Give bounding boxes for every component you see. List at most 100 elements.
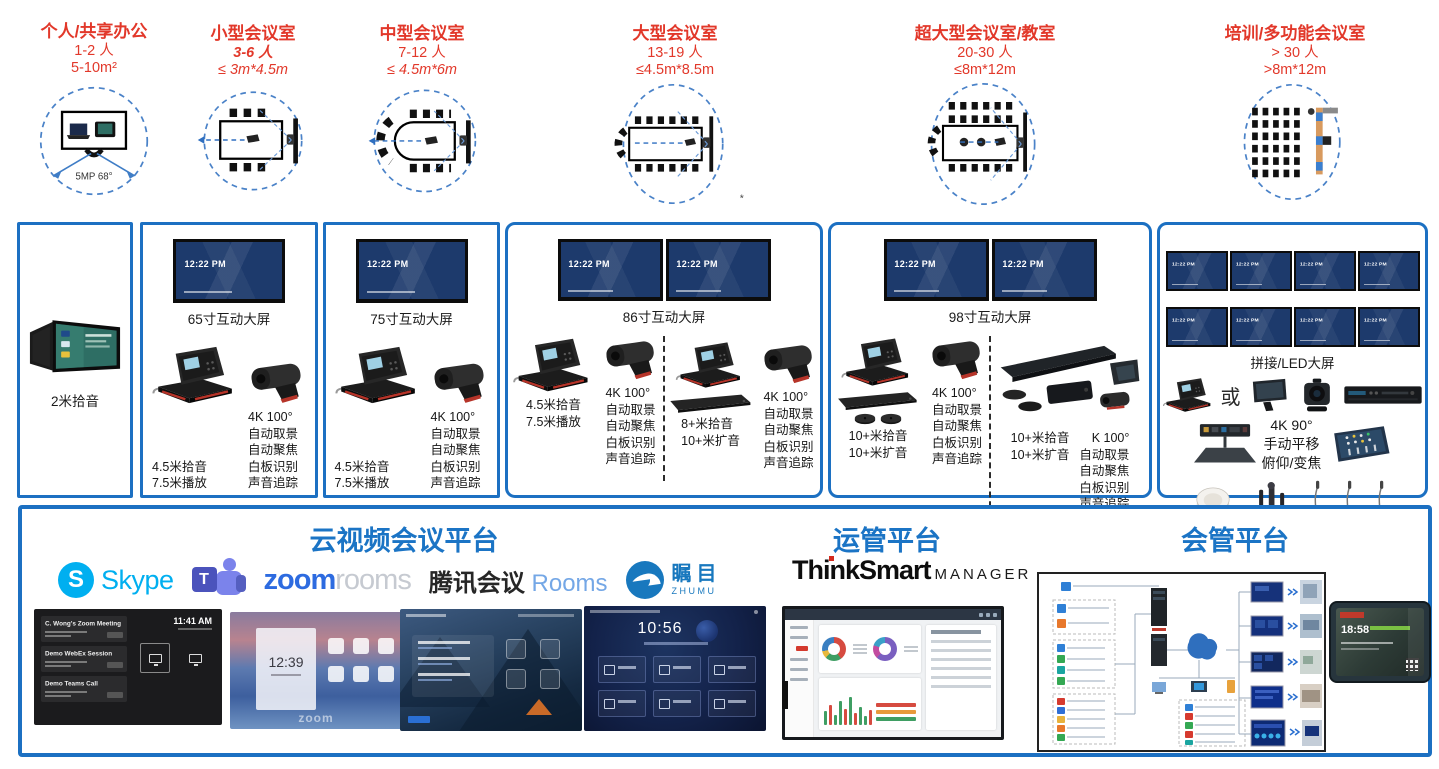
console-image	[1163, 376, 1215, 414]
ptz-spec: 4K 90° 手动平移 俯仰/变焦	[1261, 417, 1322, 471]
display-65-image: 12:22 PM	[173, 239, 285, 303]
zhumu-icon	[625, 561, 664, 599]
screen-clock: 12:22 PM	[894, 258, 936, 269]
room-diagram-large: *	[614, 84, 744, 204]
action-icons	[328, 638, 394, 682]
room-title: 小型会议室	[210, 24, 296, 43]
footnote-mark: *	[740, 192, 744, 204]
option-a: 10+米拾音 10+米扩音 4K 100° 自动取景 自动聚焦 白板识别 声音追…	[831, 332, 989, 531]
skype-icon: S	[58, 562, 94, 598]
display-size-label: 98寸互动大屏	[948, 310, 1032, 325]
camera-image	[603, 336, 659, 382]
room-title: 个人/共享办公	[40, 22, 148, 41]
audio-spec: 10+米拾音 10+米扩音	[848, 429, 908, 460]
bar-chart	[819, 678, 921, 730]
camera-spec: K 100° 自动取景 自动聚焦 白板识别 声音追踪	[1079, 431, 1130, 511]
screen-clock: 12:22 PM	[1002, 258, 1044, 269]
console-image	[335, 344, 423, 406]
mgmt-topology-diagram	[1037, 572, 1326, 752]
display-98-image: 12:22 PM	[883, 239, 989, 301]
ptz-camera-image	[1297, 376, 1337, 414]
camera-spec: 4K 100° 自动取景 自动聚焦 白板识别 声音追踪	[763, 390, 814, 470]
display-98-image: 12:22 PM	[991, 239, 1097, 301]
display-size-label: 75寸互动大屏	[370, 312, 453, 327]
meeting-card: Demo WebEx Session	[41, 646, 127, 672]
room-title: 中型会议室	[379, 24, 465, 43]
room-diagram-small	[197, 91, 303, 191]
screen-clock: 12:22 PM	[1236, 316, 1259, 323]
room-diagram-training	[1243, 84, 1341, 201]
mic-puck-image	[880, 413, 902, 425]
tencent-meeting-rooms-logo: 腾讯会议 Rooms	[428, 569, 608, 597]
camera-spec: 4K 100° 自动取景 自动聚焦 白板识别 声音追踪	[248, 410, 299, 490]
amplifier-image	[1343, 383, 1423, 407]
audio-kit-image	[996, 340, 1144, 422]
scheduler-clock: 18:58	[1341, 624, 1370, 636]
camera-image	[761, 340, 817, 386]
equipment-box-training-room: 12:22 PM 12:22 PM 12:22 PM 12:22 PM 12:2…	[1157, 222, 1428, 498]
platform-band: 云视频会议平台 运管平台 会管平台 S Skype T zoomrooms 腾讯…	[18, 505, 1432, 757]
zhumu-home-screenshot: 10:56	[584, 606, 766, 731]
tent-image	[526, 699, 552, 715]
room-capacity: 1-2 人	[74, 42, 114, 59]
room-capacity: 7-12 人	[398, 44, 446, 61]
ops-platform-title: 运管平台	[833, 526, 941, 556]
screen-clock: 12:22 PM	[1364, 316, 1387, 323]
mgmt-platform-title: 会管平台	[1181, 526, 1289, 556]
meeting-card: C. Wong's Zoom Meeting	[41, 616, 127, 642]
room-size: >8m*12m	[1263, 61, 1327, 78]
device-table	[926, 625, 996, 730]
equipment-box-personal: 2米拾音	[17, 222, 133, 498]
globe-image	[696, 620, 718, 642]
camera-image	[431, 358, 489, 406]
zhumu-logo: 瞩目 ZHUMU	[625, 561, 722, 599]
room-title: 超大型会议室/教室	[914, 24, 1056, 43]
camera-spec: 4K 100° 自动取景 自动聚焦 白板识别 声音追踪	[605, 386, 656, 466]
audio-spec: 4.5米拾音 7.5米播放	[152, 459, 207, 491]
room-capacity: 13-19 人	[647, 44, 703, 61]
console-clock: 10:56	[637, 620, 683, 637]
equipment-box-xlarge-room: 12:22 PM 12:22 PM 98寸互动大屏 10+米拾音 10+米扩音 …	[828, 222, 1152, 517]
meet-now-icon	[140, 643, 170, 673]
equipment-box-small-room: 12:22 PM 65寸互动大屏 4.5米拾音 7.5米播放 4K 100° 自…	[140, 222, 318, 498]
screen-clock: 12:22 PM	[366, 259, 409, 270]
screen-clock: 12:22 PM	[1236, 260, 1259, 267]
screen-clock: 12:22 PM	[1300, 260, 1323, 267]
soundbar-image	[835, 391, 921, 410]
audio-spec: 4.5米拾音 7.5米播放	[526, 398, 581, 429]
camera-note: 5MP 68°	[75, 172, 112, 183]
cloud-platform-title: 云视频会议平台	[309, 526, 499, 556]
room-size: 5-10m²	[71, 59, 117, 76]
audio-spec: 8+米拾音 10+米扩音	[681, 417, 740, 448]
option-b: 10+米拾音 10+米扩音 K 100° 自动取景 自动聚焦 白板识别 声音追踪	[989, 336, 1149, 517]
room-capacity: > 30 人	[1271, 44, 1319, 61]
room-size: ≤4.5m*8.5m	[635, 61, 715, 78]
teams-console-screenshot: 11:41 AM C. Wong's Zoom Meeting Demo Web…	[34, 609, 222, 725]
room-capacity: 20-30 人	[957, 44, 1013, 61]
room-capacity: 3-6 人	[233, 44, 273, 61]
room-title: 大型会议室	[632, 24, 718, 43]
zoom-rooms-logo: zoomrooms	[263, 563, 412, 596]
action-icons	[506, 639, 560, 689]
display-size-label: 65寸互动大屏	[187, 312, 271, 327]
ceiling-mount-image	[1194, 421, 1256, 467]
zoom-watermark: zoom	[298, 711, 334, 725]
camera-image	[929, 336, 985, 382]
display-75-image: 12:22 PM	[355, 239, 468, 303]
audio-spec: 10+米拾音 10+米扩音	[1010, 431, 1070, 462]
action-tiles	[598, 656, 756, 717]
camera-image	[248, 358, 306, 406]
room-category-personal: 个人/共享办公 1-2 人 5-10m² 5MP 68°	[10, 22, 178, 201]
tencent-rooms-screenshot	[400, 609, 582, 731]
room-category-xlarge: 超大型会议室/教室 20-30 人 ≤8m*12m	[870, 24, 1100, 207]
equipment-box-large-room: 12:22 PM 12:22 PM 86寸互动大屏 4.5米拾音 7.5米播放 …	[505, 222, 823, 498]
room-size: ≤8m*12m	[954, 61, 1016, 78]
dashboard-titlebar	[785, 609, 1001, 620]
screen-clock: 12:22 PM	[676, 258, 718, 269]
smart-display-image	[23, 311, 127, 385]
camera-spec: 4K 100° 自动取景 自动聚焦 白板识别 声音追踪	[931, 386, 982, 466]
console-image	[675, 340, 747, 390]
or-label: 或	[1220, 386, 1241, 409]
qr-code	[1406, 658, 1419, 671]
